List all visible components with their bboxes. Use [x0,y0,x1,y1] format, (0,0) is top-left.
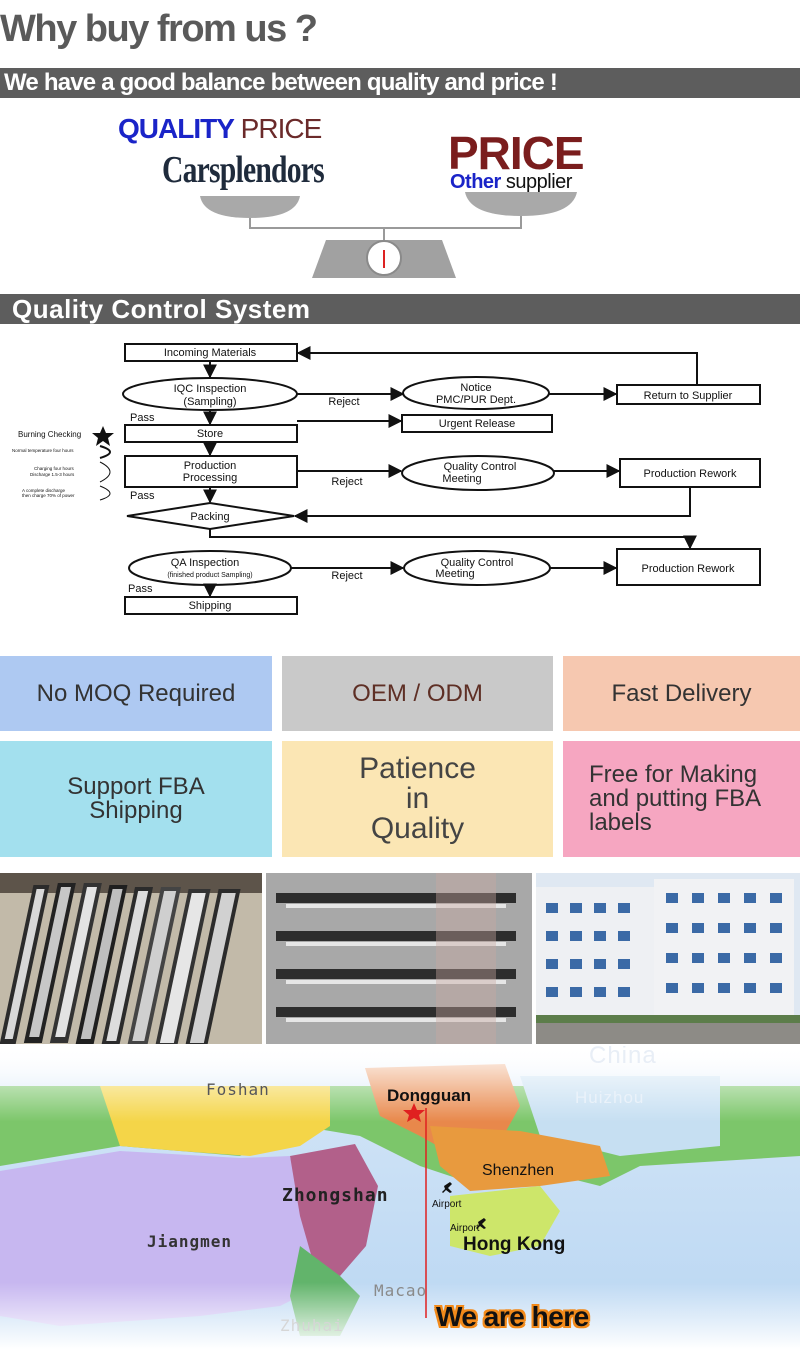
node-packing: Packing [190,511,229,523]
section-bar-qc: Quality Control System [0,294,800,324]
node-iqc-sub: (Sampling) [183,396,236,408]
warehouse-photo [266,873,532,1044]
tile-no-moq: No MOQ Required [0,656,272,731]
node-store: Store [197,428,223,440]
note-charge70: then charge 70% of power [22,493,75,498]
label-foshan: Foshan [206,1080,270,1099]
node-qcm2: Quality Control [441,557,514,569]
other-price-label: PRICE [448,127,585,179]
factory-building-photo [536,873,800,1044]
section-bar-balance: We have a good balance between quality a… [0,68,800,98]
label-shenzhen: Shenzhen [482,1162,555,1179]
edge-reject3: Reject [331,570,362,582]
other-supplier-label: Other supplier [450,171,572,193]
label-zhongshan: Zhongshan [282,1185,389,1206]
node-notice-dept: PMC/PUR Dept. [436,394,516,406]
node-qcm2-meeting: Meeting [435,568,474,580]
node-rework1: Production Rework [644,468,737,480]
node-processing: Processing [183,472,237,484]
location-map: China Foshan Dongguan Huizhou Shenzhen Z… [0,1046,800,1349]
label-dongguan: Dongguan [387,1086,472,1105]
node-return: Return to Supplier [644,390,733,402]
node-rework2: Production Rework [642,563,735,575]
note-complete: A complete discharge [22,488,66,493]
node-notice: Notice [460,382,491,394]
edge-pass1: Pass [130,412,155,424]
node-qa: QA Inspection [171,557,240,569]
label-airport2: Airport [450,1223,480,1234]
edge-pass2: Pass [130,490,155,502]
node-production: Production [184,460,237,472]
star-icon [92,426,114,446]
label-jiangmen: Jiangmen [147,1232,233,1251]
label-china: China [589,1046,657,1069]
balance-scale-icon [200,192,577,278]
label-hongkong: Hong Kong [463,1234,566,1255]
brand-logo: Carsplendors [162,149,325,191]
note-normal: Normal temperature four hours [12,448,74,453]
label-zhuhai: Zhuhai [280,1316,344,1335]
node-shipping: Shipping [189,600,232,612]
note-burning: Burning Checking [18,430,81,439]
node-qcm1-meeting: Meeting [442,473,481,485]
label-macao: Macao [374,1281,428,1300]
quality-price-label: QUALITY PRICE [118,113,322,144]
node-qcm1: Quality Control [444,461,517,473]
label-huizhou: Huizhou [575,1088,645,1107]
note-charging: Charging four hours [34,466,75,471]
node-iqc: IQC Inspection [174,383,247,395]
edge-reject1: Reject [328,396,359,408]
edge-pass3: Pass [128,583,153,595]
page-title: Why buy from us ? [0,8,318,50]
we-are-here-label: We are here [436,1301,589,1332]
airport-icon [442,1182,486,1229]
qc-flowchart: Incoming Materials IQC Inspection (Sampl… [12,343,761,615]
label-airport1: Airport [432,1199,462,1210]
note-discharge: Discharge 1.5-3 hours [30,472,75,477]
node-incoming: Incoming Materials [164,347,257,359]
edge-reject2: Reject [331,476,362,488]
node-qa-sub: (finished product Sampling) [167,572,252,579]
product-running-boards-photo [0,873,262,1044]
tile-oem-odm: OEM / ODM [282,656,553,731]
node-urgent: Urgent Release [439,418,515,430]
dongguan-star-icon [403,1103,425,1122]
tile-fast-delivery: Fast Delivery [563,656,800,731]
